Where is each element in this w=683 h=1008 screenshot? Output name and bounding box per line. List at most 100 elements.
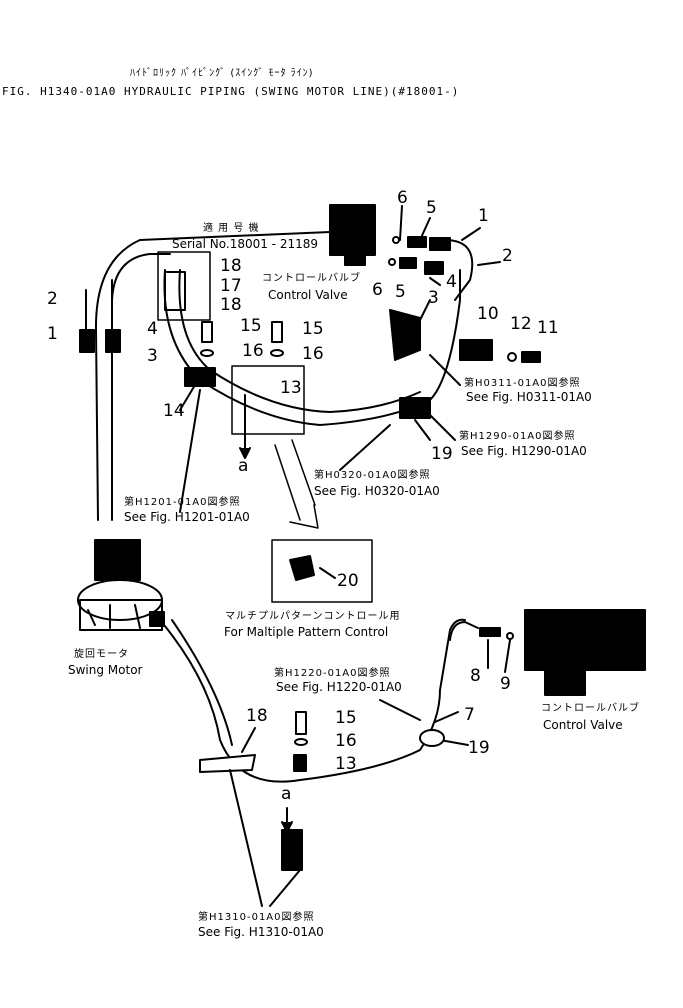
leader-1: [461, 227, 481, 241]
control-valve-bottom-label: Control Valve: [543, 718, 623, 732]
part-16-washer-b: [270, 349, 284, 357]
hose-main-center: [163, 269, 461, 426]
fitting-3-end: [424, 261, 444, 275]
part-11-bolt: [521, 351, 541, 363]
detail-box-20: [271, 539, 373, 603]
part-17-sleeve: [164, 271, 186, 311]
hose-upper-right: [444, 239, 474, 301]
part-number-16-bottom: 16: [335, 731, 357, 751]
leader-ref-h0320: [339, 424, 391, 471]
part-number-18-top: 18: [220, 256, 242, 276]
swing-motor-label: Swing Motor: [68, 663, 143, 677]
leader-19-top: [414, 419, 431, 441]
part-number-5-lower: 5: [395, 282, 406, 302]
part-18-clamp: [199, 754, 256, 773]
part-number-18-mid: 18: [220, 295, 242, 315]
part-number-1-top: 1: [478, 206, 489, 226]
leader-ref-h1220: [379, 699, 421, 721]
part-19-clamp-bottom: [419, 729, 445, 747]
part-16-washer-bottom: [294, 738, 308, 746]
ref-h0320: See Fig. H0320-01A0: [314, 484, 440, 498]
letter-a-bottom: a: [281, 784, 292, 804]
part-14-clamp: [184, 367, 216, 387]
part-number-6-lower: 6: [372, 280, 383, 300]
part-number-15-a: 15: [240, 316, 262, 336]
multiple-pattern-jp: マルチプルパターンコントロール用: [225, 611, 401, 622]
part-number-1-left: 1: [47, 324, 58, 344]
part-number-15-b: 15: [302, 319, 324, 339]
leader-ref-h0311: [429, 354, 461, 386]
part-number-9: 9: [500, 674, 511, 694]
part-15-bolt-b: [271, 321, 283, 343]
control-valve-bottom-jp: コントロールバルブ: [541, 703, 640, 714]
leader-h1310-left: [229, 769, 263, 907]
o-ring-6-top: [392, 236, 400, 244]
leader-18-bottom: [241, 727, 256, 753]
o-ring-9: [506, 632, 514, 640]
leader-4: [429, 277, 441, 286]
part-number-20: 20: [337, 571, 359, 591]
fitting-3-left: [105, 329, 121, 353]
part-number-13-top: 13: [280, 378, 302, 398]
part-number-4-left: 4: [147, 319, 158, 339]
figure-title: FIG. H1340-01A0 HYDRAULIC PIPING (SWING …: [2, 85, 460, 98]
bracket-part-bottom: [281, 829, 303, 871]
ref-h0311-jp: 第H0311-01A0図参照: [464, 378, 581, 389]
part-number-12: 12: [510, 314, 532, 334]
part-number-13-bottom: 13: [335, 754, 357, 774]
leader-3: [419, 299, 431, 321]
hose-left-outer: [94, 231, 331, 521]
serial-box: [157, 251, 211, 321]
ref-h1310: See Fig. H1310-01A0: [198, 925, 324, 939]
control-valve-bottom: [524, 609, 646, 671]
leader-6: [399, 205, 403, 241]
swing-motor-valve-block: [94, 539, 141, 581]
control-valve-top-jp: コントロールバルブ: [262, 273, 361, 284]
leader-14: [179, 384, 196, 411]
ref-h1201: See Fig. H1201-01A0: [124, 510, 250, 524]
part-15-bolt-a: [201, 321, 213, 343]
part-number-16-b: 16: [302, 344, 324, 364]
ref-h1290: See Fig. H1290-01A0: [461, 444, 587, 458]
part-number-8: 8: [470, 666, 481, 686]
ref-h1220-jp: 第H1220-01A0図参照: [274, 668, 391, 679]
leader-7: [434, 711, 459, 723]
leader-2: [477, 261, 501, 266]
fitting-1-end: [429, 237, 451, 251]
ref-h1201-jp: 第H1201-01A0図参照: [124, 497, 241, 508]
serial-label-jp: 適 用 号 機: [203, 223, 260, 234]
part-number-7: 7: [464, 705, 475, 725]
hose-main-center-2: [178, 269, 421, 413]
fitting-5-lower: [399, 257, 417, 269]
part-number-18-bottom: 18: [246, 706, 268, 726]
ref-h1290-jp: 第H1290-01A0図参照: [459, 431, 576, 442]
leader-ref-h1290: [429, 414, 456, 441]
hose-lower-2: [171, 619, 233, 746]
part-number-16-a: 16: [242, 341, 264, 361]
ref-h1220: See Fig. H1220-01A0: [276, 680, 402, 694]
fitting-5-top: [407, 236, 427, 248]
hose-7-fitting: [449, 621, 479, 641]
o-ring-6-lower: [388, 258, 396, 266]
part-number-5-top: 5: [426, 198, 437, 218]
bracket-13-box: [231, 365, 305, 435]
part-number-2-top: 2: [502, 246, 513, 266]
swing-motor-jp: 旋回モータ: [74, 649, 129, 660]
part-number-10: 10: [477, 304, 499, 324]
leader-9: [504, 639, 511, 673]
big-arrow: [274, 439, 319, 529]
multiple-pattern-label: For Maltiple Pattern Control: [224, 625, 389, 639]
part-number-2-left: 2: [47, 289, 58, 309]
leader-19-bottom: [439, 739, 469, 746]
ref-h0311: See Fig. H0311-01A0: [466, 390, 592, 404]
bracket-upper-right: [389, 309, 421, 361]
part-13-bracket-bottom: [293, 754, 307, 772]
part-16-washer-a: [200, 349, 214, 357]
part-number-4-top: 4: [446, 272, 457, 292]
part-number-15-bottom: 15: [335, 708, 357, 728]
serial-number: Serial No.18001 - 21189: [172, 237, 318, 251]
part-number-6-top: 6: [397, 188, 408, 208]
control-valve-top-label: Control Valve: [268, 288, 348, 302]
